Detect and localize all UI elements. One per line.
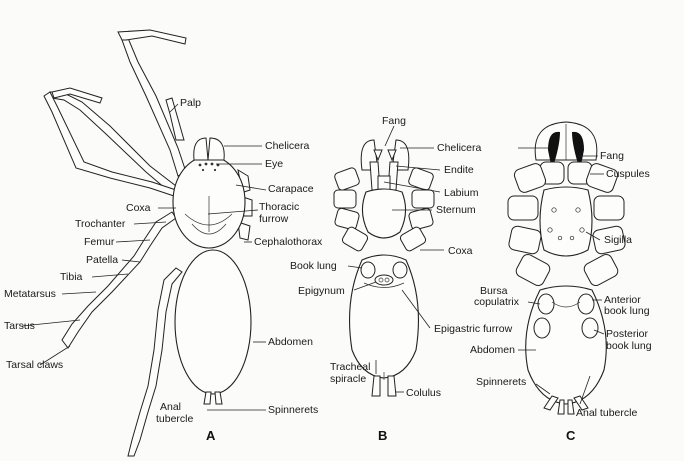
label-a-tarsal-claws: Tarsal claws [6,359,63,371]
label-a-chelicera: Chelicera [265,140,310,152]
label-c-cuspules: Cuspules [606,168,650,180]
label-a-carapace: Carapace [268,183,314,195]
label-a-anal-1: Anal [160,401,181,413]
label-a-anal-2: tubercle [156,413,194,425]
label-a-abdomen: Abdomen [268,336,313,348]
label-a-cephalothorax: Cephalothorax [254,236,323,248]
panel-label-c: C [566,428,576,443]
label-c-posterior-1: Posterior [606,328,649,340]
label-a-coxa: Coxa [126,202,151,214]
spider-a-abdomen [175,250,251,394]
label-b-fang: Fang [382,115,406,127]
spider-a-chelicera-right [208,138,224,160]
spider-c-drawing [508,122,626,414]
label-b-book-lung: Book lung [290,260,337,272]
label-b-epigastric-furrow: Epigastric furrow [434,323,513,335]
label-b-tracheal-1: Tracheal [330,361,370,373]
label-a-thoracic-1: Thoracic [259,201,299,213]
label-b-tracheal-2: spiracle [330,373,366,385]
spider-a-drawing [44,30,252,456]
label-c-anal-tubercle: Anal tubercle [576,407,637,419]
label-a-tarsus: Tarsus [4,320,35,332]
label-c-posterior-2: book lung [606,340,652,352]
label-a-spinnerets: Spinnerets [268,404,318,416]
spider-a-chelicera-left [194,138,208,160]
spider-b-drawing [334,140,435,396]
label-b-epigynum: Epigynum [298,285,345,297]
label-c-abdomen: Abdomen [470,344,515,356]
label-c-bursa-2: copulatrix [474,296,520,308]
spider-a-labels: Palp Chelicera Eye Carapace Coxa Thoraci… [4,97,323,443]
label-a-trochanter: Trochanter [75,218,126,230]
panel-label-a: A [206,428,216,443]
label-c-anterior-2: book lung [604,305,650,317]
label-a-tibia: Tibia [60,271,83,283]
spider-b-sternum [362,189,405,238]
label-c-spinnerets: Spinnerets [476,376,526,388]
label-a-metatarsus: Metatarsus [4,288,56,300]
label-b-chelicera: Chelicera [437,142,482,154]
label-b-labium: Labium [444,187,479,199]
label-b-endite: Endite [444,164,474,176]
spider-c-sternum [540,187,592,256]
spider-b-abdomen [350,255,419,378]
label-c-fang: Fang [600,150,624,162]
label-b-colulus: Colulus [406,387,441,399]
label-a-patella: Patella [86,254,118,266]
label-a-femur: Femur [84,236,115,248]
panel-label-b: B [378,428,387,443]
label-b-coxa: Coxa [448,245,473,257]
label-b-sternum: Sternum [436,204,476,216]
label-a-palp: Palp [180,97,201,109]
label-a-eye: Eye [265,158,283,170]
label-a-thoracic-2: furrow [259,213,289,225]
label-c-sigilla: Sigilla [604,234,632,246]
